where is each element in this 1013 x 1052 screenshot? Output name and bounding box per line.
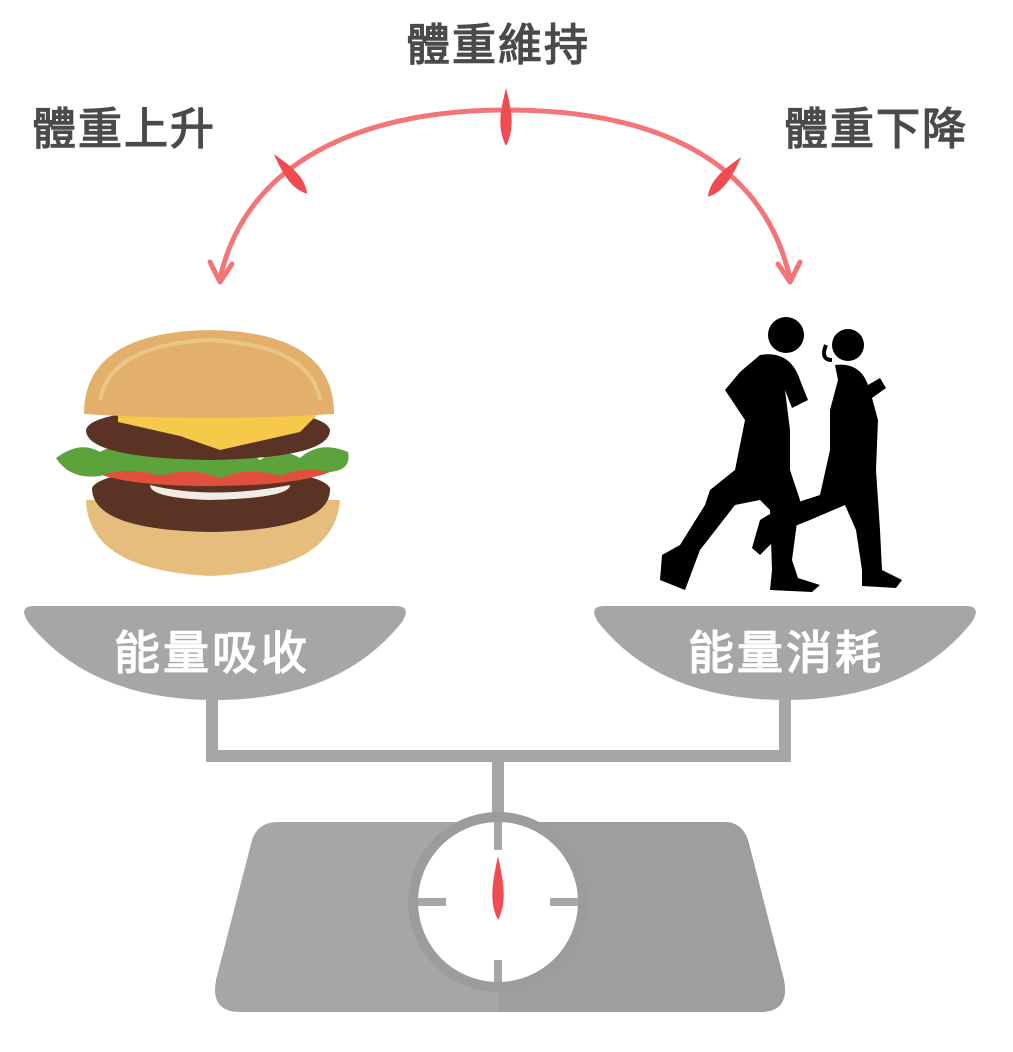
right-arrowhead: [775, 259, 803, 285]
dial-needle: [492, 856, 504, 920]
label-weight-loss: 體重下降: [784, 104, 968, 155]
runners-silhouette-icon: [660, 317, 902, 592]
needle-marker-center: [500, 88, 512, 146]
needle-marker-right: [707, 157, 742, 197]
right-pan: [594, 606, 976, 700]
label-weight-gain: 體重上升: [32, 104, 216, 155]
label-weight-maintain: 體重維持: [406, 20, 590, 71]
hamburger-icon: [56, 330, 349, 576]
left-arrowhead: [207, 259, 235, 285]
pan-label-energy-intake: 能量吸收: [114, 626, 310, 680]
needle-marker-left: [273, 154, 308, 194]
left-pan: [24, 606, 406, 700]
pan-label-energy-expenditure: 能量消耗: [688, 626, 884, 680]
